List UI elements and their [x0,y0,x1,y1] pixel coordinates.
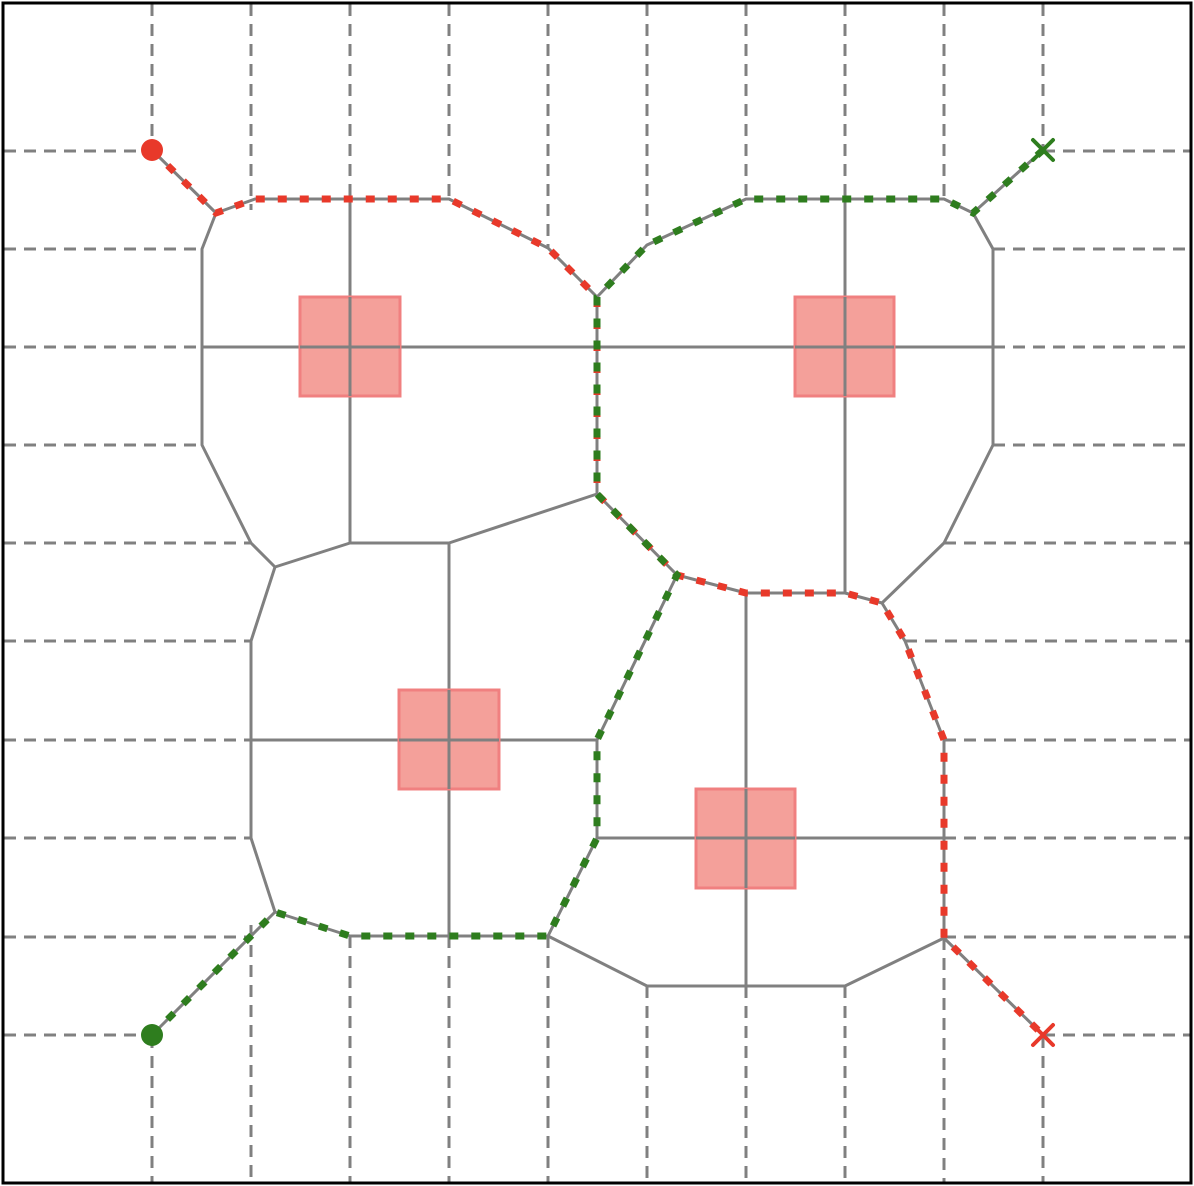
cell-spoke-overlay [399,690,499,789]
cell-spoke-overlay [795,297,894,396]
cell-boundary [150,148,599,569]
red-goal-cross-icon [1031,1023,1055,1047]
cell-spoke-overlay [696,789,795,888]
green-start-circle-icon [141,1024,163,1046]
cell-boundary [249,566,679,938]
obstacles [298,295,896,890]
dashed-lattice [4,4,1190,1182]
green-agent-path [149,147,1046,1038]
red-agent-path [149,147,1046,1038]
roadmap-edges [150,148,1045,1037]
red-start-circle-icon [141,139,163,161]
cell-boundary [547,602,1045,1037]
cell-spoke-overlay [300,297,400,396]
green-goal-cross-icon [1031,138,1055,162]
